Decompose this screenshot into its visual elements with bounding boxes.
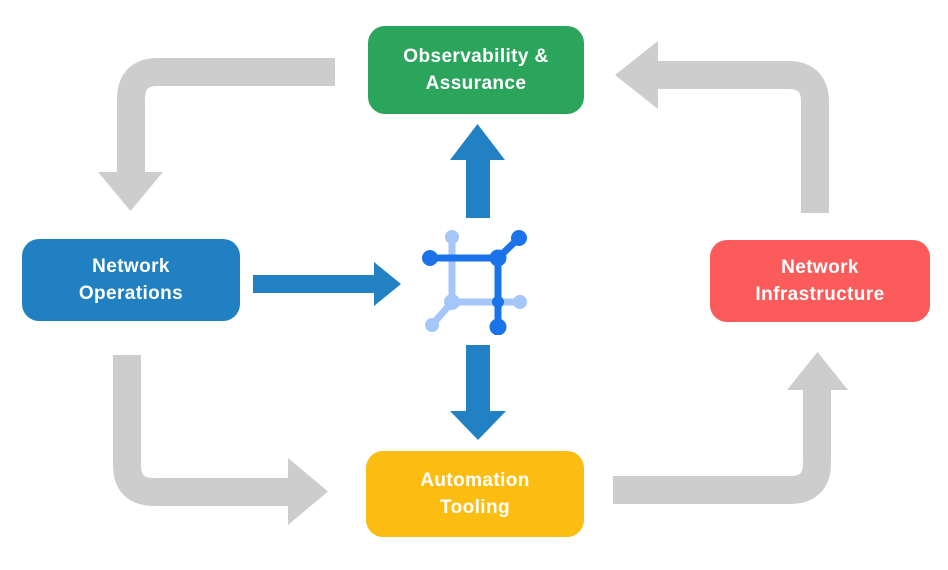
arrow-infrastructure-to-observability [615, 41, 829, 213]
arrow-observability-to-operations [98, 58, 335, 211]
icon-dark-nodes [422, 230, 527, 335]
node-label: Network Infrastructure [755, 257, 885, 305]
node-label: Automation Tooling [420, 470, 530, 518]
node-label: Network Operations [78, 256, 184, 304]
icon-light-nodes [425, 230, 527, 332]
arrow-center-to-observability [450, 124, 505, 218]
node-network-operations: Network Operations [22, 239, 240, 321]
arrow-center-to-automation [450, 345, 506, 440]
arrow-operations-to-automation [113, 355, 328, 525]
network-node-icon [422, 230, 527, 335]
arrow-operations-to-center [253, 262, 401, 306]
node-automation-tooling: Automation Tooling [366, 451, 584, 537]
node-network-infrastructure: Network Infrastructure [710, 240, 930, 322]
arrow-automation-to-infrastructure [613, 352, 848, 504]
node-label: Observability & Assurance [403, 46, 549, 94]
node-observability-assurance: Observability & Assurance [368, 26, 584, 114]
